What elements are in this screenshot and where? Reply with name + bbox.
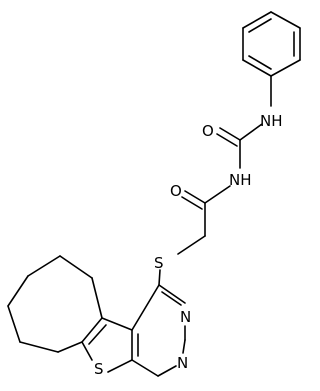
atom-label-nh-imide: NH xyxy=(229,171,252,189)
atom-label-nh-aniline: NH xyxy=(260,112,283,130)
atom-label-n-pyrimidine-1: N xyxy=(177,354,188,372)
bond-lines xyxy=(7,11,301,377)
atom-label-s-thioether: S xyxy=(154,254,164,272)
molecule-structure-diagram: O NH O NH S N N S xyxy=(7,11,301,378)
atom-label-s-thiophene: S xyxy=(94,360,104,378)
atom-labels: O NH O NH S N N S xyxy=(94,112,283,378)
atom-label-o-amide: O xyxy=(170,182,182,200)
atom-label-o-urea: O xyxy=(202,122,214,140)
atom-label-n-pyrimidine-3: N xyxy=(180,308,191,326)
